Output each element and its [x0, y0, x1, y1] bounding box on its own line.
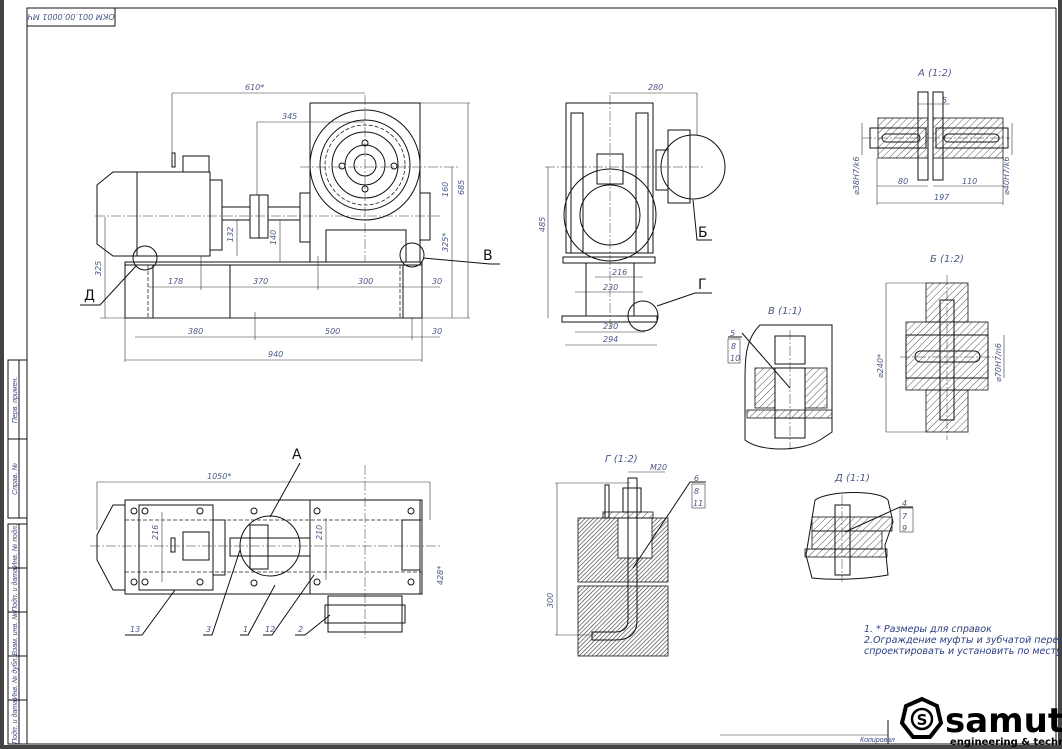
technical-notes: 1. * Размеры для справок 2.Ограждение му…	[864, 624, 1062, 657]
drawing-label: 5	[942, 96, 947, 105]
drawing-label: Б	[698, 225, 708, 241]
drawing-label: Б (1:2)	[930, 254, 964, 265]
drawing-label: А (1:2)	[917, 68, 952, 79]
drawing-label: Д (1:1)	[834, 473, 870, 484]
drawing-label: 380	[188, 327, 203, 336]
drawing-label: 216	[612, 268, 627, 277]
detail-d-marker	[132, 245, 158, 271]
drawing-label: Инв. № дубл.	[11, 656, 19, 699]
plan-view: 1050* 428* 216 210 А 13 3 1 12 2	[90, 447, 445, 638]
detail-a: А (1:2) 5 80 110 197 ⌀38H7/k6 ⌀40H7/k6	[852, 68, 1013, 205]
drawing-label: samuta	[945, 701, 1062, 741]
drawing-label: Справ. №	[12, 463, 19, 495]
drawing-label: 30	[432, 277, 442, 286]
title-block: Копировал	[720, 734, 895, 744]
drawing-label: ⌀38H7/k6	[852, 156, 861, 195]
drawing-label: 500	[325, 327, 340, 336]
drawing-label: 10	[730, 354, 740, 363]
drawing-label: 140	[269, 230, 278, 245]
drawing-label: 110	[962, 177, 977, 186]
drawing-label: 30	[432, 327, 442, 336]
part-leaders: 13 3 1 12 2	[125, 549, 331, 636]
drawing-label: 230	[603, 322, 618, 331]
drawing-label: 13	[130, 625, 140, 634]
drawing-label: 178	[168, 277, 183, 286]
electric-motor	[96, 152, 251, 257]
drawing-label: 300	[546, 593, 555, 608]
drawing-label: engineering & technology	[950, 737, 1062, 748]
drawing-label: 7	[902, 512, 908, 521]
drawing-label: 428*	[436, 566, 445, 585]
drawing-label: 325	[94, 261, 103, 276]
drawing-label: 370	[253, 277, 268, 286]
drawing-label: 485	[538, 217, 547, 232]
drawing-label: ⌀240*	[876, 354, 885, 378]
drawing-label: 940	[268, 350, 283, 359]
drawing-label: Г	[698, 277, 707, 293]
drawing-label: Подп. и дата	[11, 700, 19, 744]
drawing-label: S	[917, 711, 928, 729]
drawing-label: Взам. инв. №	[12, 612, 19, 656]
drawing-label: 5	[730, 329, 735, 338]
detail-v-marker	[399, 242, 425, 268]
side-stamp: Перв. примен. Справ. № Инв. № подл. Подп…	[7, 359, 28, 745]
drawing-label: ⌀40H7/k6	[1002, 156, 1011, 195]
drawing-label: 345	[282, 112, 297, 121]
detail-d: Д (1:1) 4 7 9	[804, 473, 914, 582]
drawing-label: Копировал	[860, 737, 895, 744]
drawing-label: 8	[694, 487, 699, 496]
drawing-label: 2	[298, 625, 303, 634]
detail-g-marker	[627, 300, 659, 332]
detail-g: Г (1:2) 300 М20 6 8 11	[546, 454, 706, 657]
drawing-label: 4	[902, 499, 907, 508]
base-frame	[124, 261, 423, 319]
drawing-label: 325*	[441, 233, 450, 252]
drawing-label: 294	[603, 335, 618, 344]
front-dimensions: 610* 345 685 160 325* 325 132 140 178 37…	[94, 83, 470, 362]
drawing-label: 8	[731, 342, 736, 351]
drawing-label: 230	[603, 283, 618, 292]
side-dimensions: 280 485 216 230 230 294	[538, 83, 698, 346]
side-view: Б Г 280 485 216 230 230 294	[538, 83, 726, 346]
drawing-label: 197	[934, 193, 950, 202]
drawing-label: 6	[694, 474, 699, 483]
drawing-label: Д	[84, 288, 95, 304]
drawing-label: М20	[650, 463, 667, 472]
drawing-label: 1. * Размеры для справок	[864, 624, 992, 635]
drawing-label: 280	[648, 83, 663, 92]
drawing-label: Инв. № подл.	[11, 524, 19, 567]
samuta-logo: S samuta engineering & technology	[899, 696, 1062, 748]
plan-dimensions: 1050* 428* 216 210	[96, 472, 445, 585]
drawing-label: ОКМ 001.00.0001 МЧ	[27, 12, 115, 21]
drawing-label: В	[483, 248, 493, 264]
drawing-label: 11	[693, 499, 703, 508]
drawing-label: 3	[206, 625, 211, 634]
front-view: В Д 610* 345 685 160 325* 325 132 140 17…	[80, 83, 500, 362]
drawing-label: 12	[265, 625, 275, 634]
drawing-label: 132	[226, 227, 235, 242]
detail-b: Б (1:2) ⌀240* ⌀70H7/n6	[876, 254, 1005, 440]
drawing-label: 2.Ограждение муфты и зубчатой передачи	[864, 635, 1062, 646]
drawing-label: Подп. и дата	[11, 568, 19, 612]
designation-stamp: ОКМ 001.00.0001 МЧ	[27, 12, 115, 21]
drawing-label: В (1:1)	[768, 306, 802, 317]
drawing-label: 210	[315, 525, 324, 540]
drawing-label: 80	[898, 177, 908, 186]
drawing-label: 160	[441, 182, 450, 197]
drawing-label: 685	[457, 180, 466, 195]
bolt-holes	[130, 507, 415, 587]
drawing-label: 610*	[245, 83, 264, 92]
drawing-label: спроектировать и установить по месту	[864, 646, 1062, 657]
drawing-label: 1	[243, 625, 248, 634]
drawing-label: 1050*	[207, 472, 231, 481]
drawing-label: Г (1:2)	[605, 454, 638, 465]
detail-v: В (1:1) 5 8 10	[727, 306, 833, 450]
drawing-label: А	[292, 447, 302, 463]
drawing-label: ⌀70H7/n6	[994, 343, 1003, 382]
drawing-label: 216	[151, 525, 160, 540]
drawing-label: Перв. примен.	[12, 377, 19, 424]
drawing-label: 9	[902, 524, 907, 533]
drawing-label: 300	[358, 277, 373, 286]
